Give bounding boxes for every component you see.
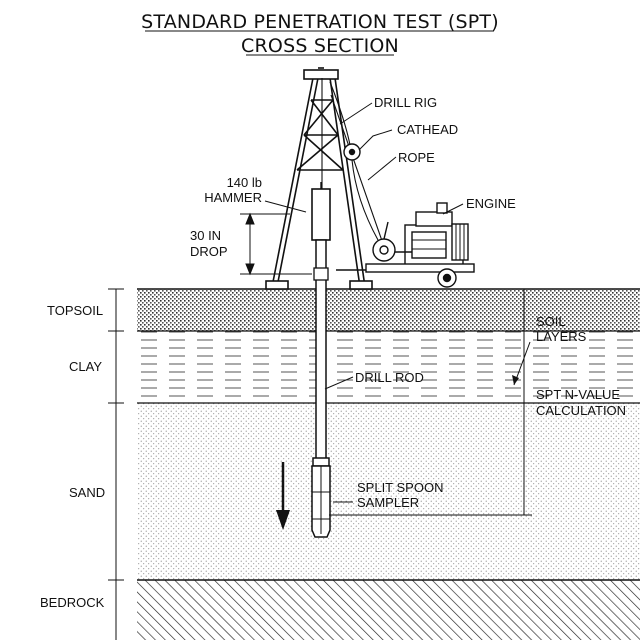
engine-label: ENGINE (466, 196, 516, 211)
hammer-label: HAMMER (204, 190, 262, 205)
spt-n-value-label-line-2: CALCULATION (536, 403, 626, 418)
drop-label: DROP (190, 244, 228, 259)
rope (321, 78, 379, 241)
diagram-title: STANDARD PENETRATION TEST (SPT) CROSS SE… (141, 11, 499, 57)
clay-label: CLAY (69, 359, 102, 374)
engine (336, 202, 475, 288)
rope-label: ROPE (398, 150, 435, 165)
sampler-label-line-1: SPLIT SPOON (357, 480, 443, 495)
sampler-label-line-2: SAMPLER (357, 495, 419, 510)
sand-label: SAND (69, 485, 105, 500)
layer-labels: TOPSOIL CLAY SAND BEDROCK (40, 303, 105, 610)
hammer-weight-label: 140 lb (227, 175, 262, 190)
leader-lines (264, 102, 464, 503)
drill-rig (265, 67, 389, 290)
drill-rig-label: DRILL RIG (374, 95, 437, 110)
cathead (343, 143, 361, 161)
split-spoon-sampler (311, 457, 331, 538)
driving-direction-arrow (276, 462, 290, 530)
soil-layers-label-line-2: LAYERS (536, 329, 587, 344)
title-line-1: STANDARD PENETRATION TEST (SPT) (141, 11, 499, 33)
topsoil-label: TOPSOIL (47, 303, 103, 318)
cathead-label: CATHEAD (397, 122, 458, 137)
drill-rod-label: DRILL ROD (355, 370, 424, 385)
clay-layer (137, 331, 640, 403)
soil-layers-label-line-1: SOIL (536, 314, 566, 329)
layer-dimension-lines (108, 288, 124, 640)
sand-layer (137, 403, 640, 580)
topsoil-layer (137, 289, 640, 331)
spt-n-value-label-line-1: SPT N-VALUE (536, 387, 620, 402)
drill-rod (313, 239, 329, 466)
right-annotations: SOIL LAYERS SPT N-VALUE CALCULATION (329, 288, 626, 516)
bedrock-label: BEDROCK (40, 595, 105, 610)
soil-layers (137, 288, 640, 640)
hammer (311, 182, 331, 241)
drop-dimension (240, 212, 312, 276)
title-line-2: CROSS SECTION (241, 35, 399, 57)
drop-height-label: 30 IN (190, 228, 221, 243)
bedrock-layer (137, 580, 640, 640)
equipment-labels: DRILL RIG CATHEAD ROPE ENGINE 140 lb HAM… (190, 95, 516, 510)
